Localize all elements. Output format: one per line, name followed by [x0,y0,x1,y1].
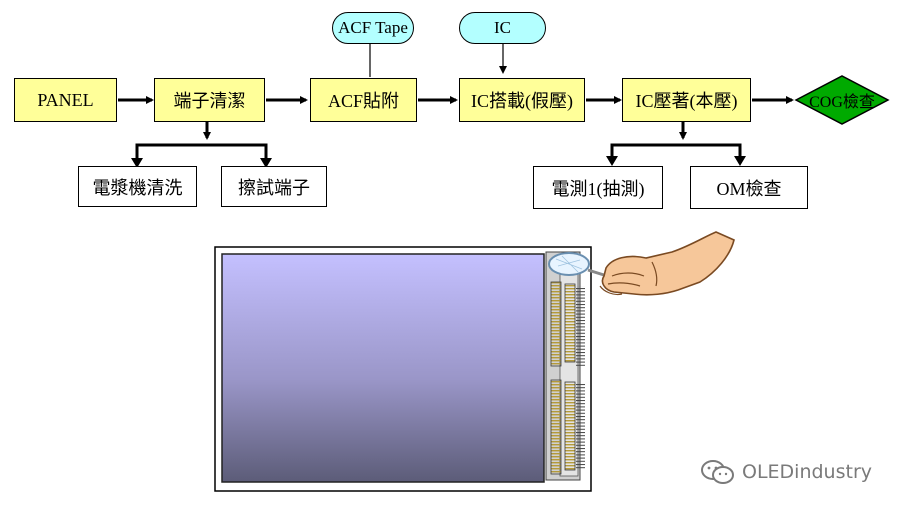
step-cog-inspect: COG檢查 [796,86,888,114]
step-terminal-clean-label: 端子清潔 [173,91,246,111]
step-acf-attach-label: ACF貼附 [327,91,399,111]
step-ic-mount-label: IC搭載(假壓) [471,91,573,111]
step-panel: PANEL [14,78,117,122]
branch-clean [135,143,268,162]
panel-leads-lower [576,384,585,470]
watermark: OLEDindustry [700,458,872,486]
substep-electrical-test: 電測1(抽測) [533,166,663,209]
input-acf-tape-label: ACF Tape [338,18,408,37]
substep-electrical-test-label: 電測1(抽測) [551,178,645,199]
step-ic-press: IC壓著(本壓) [622,78,751,122]
step-ic-mount: IC搭載(假壓) [459,78,585,122]
input-ic: IC [459,12,546,44]
watermark-text: OLEDindustry [742,461,873,483]
step-panel-label: PANEL [37,89,94,110]
step-cog-inspect-label: COG檢查 [809,94,875,111]
hand-icon [599,231,735,296]
input-acf-tape: ACF Tape [332,12,414,44]
branch-press [610,143,742,160]
step-terminal-clean: 端子清潔 [154,78,265,122]
substep-om-inspect: OM檢查 [690,166,808,209]
driver-ic-lower [550,379,562,475]
substep-plasma-clean-label: 電漿機清洗 [92,177,183,198]
panel-leads-upper [576,286,585,366]
wechat-icon [701,460,734,484]
step-acf-attach: ACF貼附 [310,78,417,122]
substep-plasma-clean: 電漿機清洗 [78,166,197,207]
substep-om-inspect-label: OM檢查 [716,178,782,199]
substep-wipe-terminal: 擦試端子 [221,166,327,207]
driver-ic-upper [550,281,562,367]
step-ic-press-label: IC壓著(本壓) [635,91,738,111]
panel-display-area [221,253,545,483]
substep-wipe-terminal-label: 擦試端子 [238,177,310,198]
input-ic-label: IC [494,18,511,37]
